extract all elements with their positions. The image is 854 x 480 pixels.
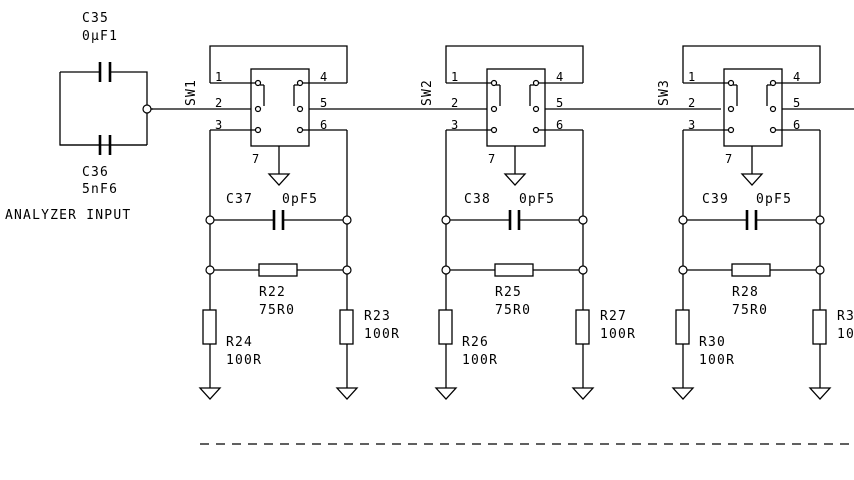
right-res-ref: R27 [600,309,627,324]
right-shunt-resistor [339,309,354,345]
left-res-ref: R24 [226,335,253,350]
svg-text:3: 3 [688,118,695,132]
svg-text:1: 1 [215,70,222,84]
svg-text:7: 7 [725,152,732,166]
switch-label: SW3 [657,79,672,106]
right-res-ref: R3 [837,309,854,324]
left-res-ref: R26 [462,335,489,350]
svg-text:5: 5 [556,96,563,110]
svg-text:3: 3 [215,118,222,132]
svg-text:5: 5 [793,96,800,110]
series-res-value: 75R0 [732,303,768,318]
cap-ref: C39 [702,192,729,207]
switch-label: SW1 [184,79,199,106]
c36-value: 5nF6 [82,182,118,197]
right-res-ref: R23 [364,309,391,324]
svg-text:6: 6 [556,118,563,132]
right-shunt-resistor [575,309,590,345]
series-res-ref: R28 [732,285,759,300]
left-res-ref: R30 [699,335,726,350]
svg-text:2: 2 [451,96,458,110]
svg-text:7: 7 [252,152,259,166]
svg-text:2: 2 [688,96,695,110]
series-res-value: 75R0 [495,303,531,318]
series-res-value: 75R0 [259,303,295,318]
svg-text:3: 3 [451,118,458,132]
cap-value: 0pF5 [756,192,792,207]
svg-text:6: 6 [793,118,800,132]
series-res-ref: R25 [495,285,522,300]
stage-2: 1 2 3 4 5 6 7 SW2 C38 0pF5 R25 75R0 R26 … [420,45,636,400]
series-resistor [731,263,771,277]
switch-label: SW2 [420,79,435,106]
series-res-ref: R22 [259,285,286,300]
analyzer-input-label: ANALYZER INPUT [5,208,131,223]
input-network: C35 0µF1 C36 5nF6 ANALYZER INPUT [5,11,153,223]
svg-text:1: 1 [451,70,458,84]
right-res-value: 100R [364,327,400,342]
cap-value: 0pF5 [282,192,318,207]
left-shunt-resistor [202,309,217,345]
svg-text:7: 7 [488,152,495,166]
stage-1: 1 2 3 4 5 6 7 SW1 C37 0pF5 R22 75R0 R24 … [184,45,400,400]
svg-text:2: 2 [215,96,222,110]
c35-value: 0µF1 [82,29,118,44]
left-shunt-resistor [438,309,453,345]
cap-ref: C38 [464,192,491,207]
svg-text:5: 5 [320,96,327,110]
input-node [142,104,152,114]
left-res-value: 100R [462,353,498,368]
c35-ref: C35 [82,11,109,26]
cap-value: 0pF5 [519,192,555,207]
left-res-value: 100R [226,353,262,368]
series-resistor [494,263,534,277]
svg-text:1: 1 [688,70,695,84]
svg-text:4: 4 [793,70,800,84]
right-res-value: 10 [837,327,854,342]
svg-text:6: 6 [320,118,327,132]
series-resistor [258,263,298,277]
cap-ref: C37 [226,192,253,207]
stage-3: 1 2 3 4 5 6 7 SW3 C39 0pF5 R28 75R0 R30 … [657,45,854,400]
left-shunt-resistor [675,309,690,345]
c36-ref: C36 [82,165,109,180]
svg-text:4: 4 [556,70,563,84]
svg-text:4: 4 [320,70,327,84]
left-res-value: 100R [699,353,735,368]
right-shunt-resistor [812,309,827,345]
right-res-value: 100R [600,327,636,342]
